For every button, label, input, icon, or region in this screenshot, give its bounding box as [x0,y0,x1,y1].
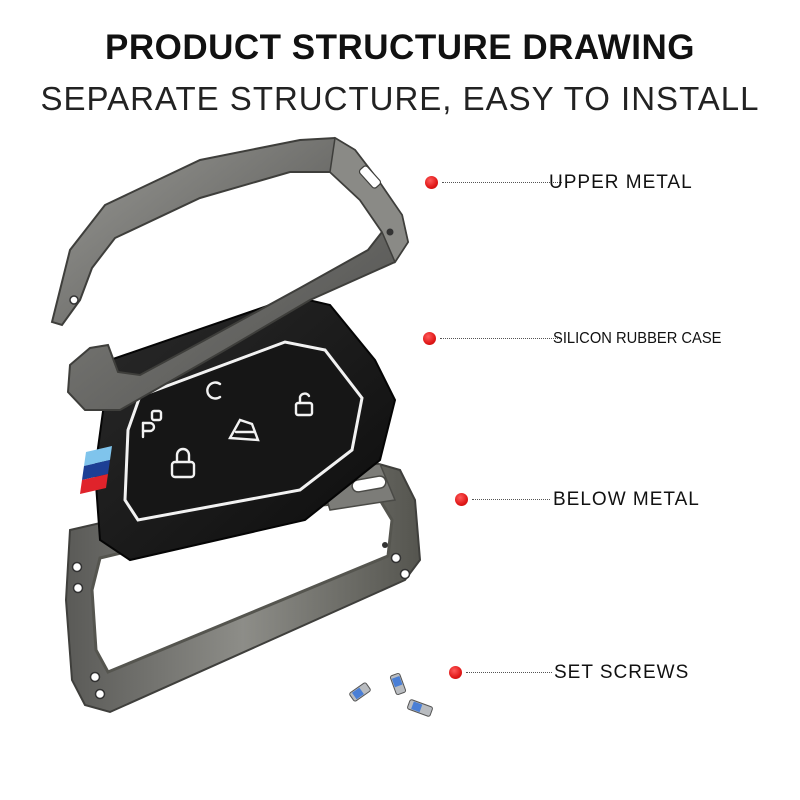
callout-leader-line [442,182,562,183]
callout-label: BELOW METAL [553,489,700,510]
trunk-icon [228,418,260,442]
callout-dot-icon [449,666,462,679]
callout-leader-line [440,338,560,339]
upper-metal-frame [50,136,410,411]
callout-dot-icon [425,176,438,189]
callout-label: UPPER METAL [549,172,693,193]
park-icon [141,409,163,439]
set-screws [349,672,433,717]
callout-label: SET SCREWS [554,662,690,683]
callout-label: SILICON RUBBER CASE [553,330,722,347]
remote-start-icon [206,381,222,400]
page-title: PRODUCT STRUCTURE DRAWING [105,28,695,67]
callout-dot-icon [455,493,468,506]
page-subtitle: SEPARATE STRUCTURE, EASY TO INSTALL [40,80,760,117]
callout-leader-line [472,499,550,500]
lock-icon [170,447,196,479]
callout-leader-line [466,672,552,673]
callout-dot-icon [423,332,436,345]
m-stripe [80,446,112,494]
unlock-icon [294,392,314,417]
